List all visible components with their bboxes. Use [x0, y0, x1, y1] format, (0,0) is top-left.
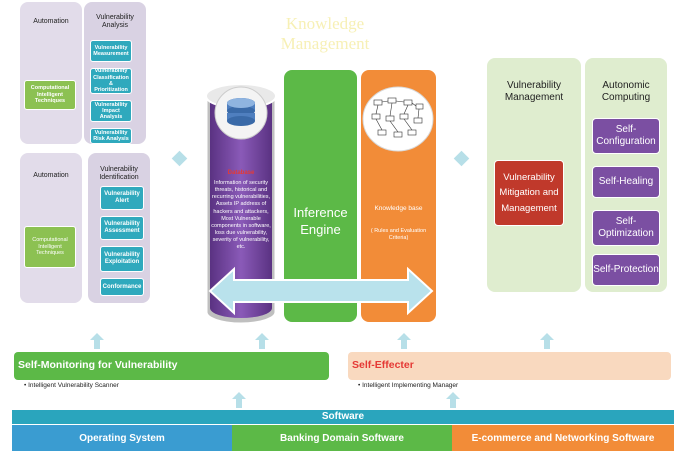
- knowledge-management-title: Knowledge Management: [280, 14, 370, 53]
- automation-header-top: Automation: [33, 18, 69, 25]
- ecommerce-software-box[interactable]: E-commerce and Networking Software: [452, 425, 674, 451]
- database-heading: Database: [227, 170, 255, 176]
- vulnerability-identification-header: Vulnerability Identification: [99, 166, 139, 182]
- connector-diamond-left: [171, 150, 188, 167]
- inference-engine-label: Inference Engine: [293, 205, 348, 237]
- knowledge-base-title: Knowledge base: [374, 205, 423, 212]
- self-healing-box[interactable]: Self-Healing: [592, 166, 660, 198]
- self-monitoring-note: • Intelligent Vulnerability Scanner: [24, 382, 119, 389]
- knowledge-base-subtitle: ( Rules and Evaluation Criteria): [370, 228, 427, 242]
- up-arrow-5: [232, 392, 246, 408]
- connector-diamond-right: [453, 150, 470, 167]
- autonomic-computing-header: Autonomic Computing: [601, 80, 651, 103]
- vulnerability-analysis-header: Vulnerability Analysis: [96, 14, 134, 30]
- database-icon: [214, 86, 268, 140]
- automation-panel-top: [20, 2, 82, 144]
- vulnerability-risk-box[interactable]: Vulnerability Risk Analysis: [90, 128, 132, 144]
- self-monitoring-label: Self-Monitoring for Vulnerability: [18, 359, 178, 371]
- vulnerability-mitigation-box[interactable]: Vulnerability Mitigation and Management: [494, 160, 564, 226]
- up-arrow-6: [446, 392, 460, 408]
- software-label: Software: [321, 411, 365, 422]
- computational-techniques-bottom: Computational Intelligent Techniques: [24, 226, 76, 268]
- vulnerability-impact-box[interactable]: Vulnerability Impact Analysis: [90, 100, 132, 122]
- automation-header-bottom: Automation: [33, 172, 69, 179]
- self-effecter-note-text: Intelligent Implementing Manager: [362, 382, 459, 389]
- self-configuration-box[interactable]: Self-Configuration: [592, 118, 660, 154]
- up-arrow-1: [90, 333, 104, 349]
- vulnerability-classification-box[interactable]: Vulnerability Classification & Prioritiz…: [90, 68, 132, 94]
- self-optimization-box[interactable]: Self-Optimization: [592, 210, 660, 246]
- self-effecter-note: • Intelligent Implementing Manager: [358, 382, 459, 389]
- vulnerability-alert-box[interactable]: Vulnerability Alert: [100, 186, 144, 210]
- vulnerability-management-header: Vulnerability Management: [504, 80, 564, 103]
- software-bar: [12, 410, 674, 424]
- rules-flowchart-image: [362, 86, 434, 152]
- self-effecter-bar: [348, 352, 671, 380]
- self-protection-box[interactable]: Self-Protection: [592, 254, 660, 286]
- up-arrow-2: [255, 333, 269, 349]
- vulnerability-exploitation-box[interactable]: Vulnerability Exploitation: [100, 246, 144, 272]
- vulnerability-measurement-box[interactable]: Vulnerability Measurement: [90, 40, 132, 62]
- self-monitoring-note-text: Intelligent Vulnerability Scanner: [28, 382, 119, 389]
- conformance-box[interactable]: Conformance: [100, 278, 144, 296]
- banking-software-box[interactable]: Banking Domain Software: [232, 425, 452, 451]
- computational-techniques-top: Computational Intelligent Techniques: [24, 80, 76, 110]
- vulnerability-assessment-box[interactable]: Vulnerability Assessment: [100, 216, 144, 240]
- database-text: Information of security threats, histori…: [211, 180, 271, 251]
- up-arrow-4: [540, 333, 554, 349]
- self-effecter-label: Self-Effecter: [352, 359, 414, 371]
- operating-system-box[interactable]: Operating System: [12, 425, 232, 451]
- up-arrow-3: [397, 333, 411, 349]
- double-arrow: [208, 266, 434, 316]
- self-monitoring-bar: [14, 352, 329, 380]
